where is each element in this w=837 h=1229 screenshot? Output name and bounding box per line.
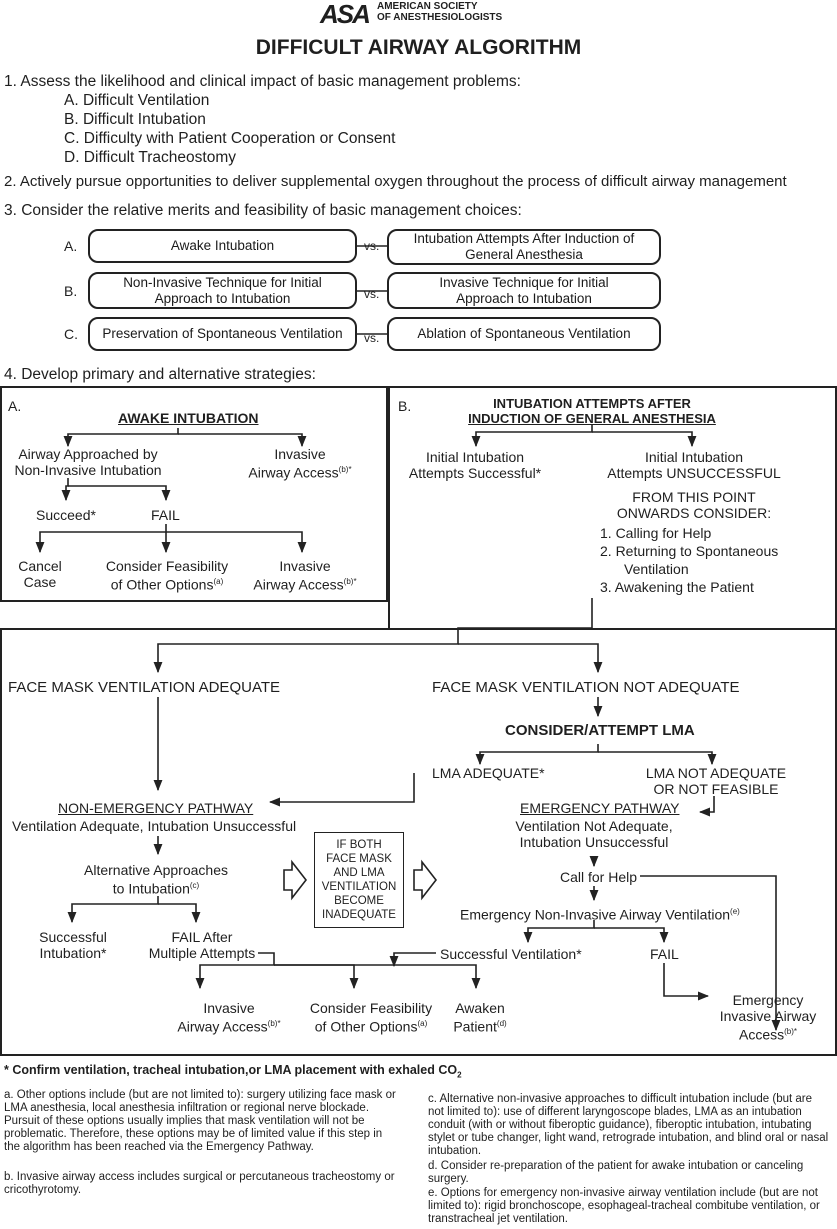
fail-a: FAIL [151, 507, 180, 523]
vs-c: vs. [364, 331, 380, 345]
emergency-pathway: EMERGENCY PATHWAY [520, 800, 680, 816]
option-spontaneous: 2. Returning to Spontaneous [600, 543, 779, 559]
hollow-arrow-left [283, 859, 308, 901]
lma-adequate: LMA ADEQUATE* [432, 765, 545, 781]
confirm-footnote: * Confirm ventilation, tracheal intubati… [4, 1063, 462, 1080]
step-3: 3. Consider the relative merits and feas… [4, 202, 522, 219]
step-1c: C. Difficulty with Patient Cooperation o… [64, 130, 396, 147]
option-awaken: 3. Awakening the Patient [600, 579, 754, 595]
vs-a: vs. [364, 239, 380, 253]
step-4: 4. Develop primary and alternative strat… [4, 366, 316, 383]
step-1a: A. Difficult Ventilation [64, 92, 210, 109]
choice-a-left: Awake Intubation [88, 229, 357, 263]
non-emergency-desc: Ventilation Adequate, Intubation Unsucce… [12, 818, 297, 834]
panel-b-label: B. [398, 398, 412, 414]
step-1d: D. Difficult Tracheostomy [64, 149, 236, 166]
footnote-d: d. Consider re-preparation of the patien… [428, 1160, 804, 1185]
choice-c-left: Preservation of Spontaneous Ventilation [88, 317, 357, 351]
step-1: 1. Assess the likelihood and clinical im… [4, 73, 521, 90]
panel-awake-intubation [0, 386, 388, 602]
emergency-noninvasive: Emergency Non-Invasive Airway Ventilatio… [460, 906, 740, 923]
hollow-arrow-right [413, 859, 438, 901]
consider-lma: CONSIDER/ATTEMPT LMA [505, 722, 695, 739]
choice-c-right: Ablation of Spontaneous Ventilation [387, 317, 661, 351]
step-1b: B. Difficult Intubation [64, 111, 206, 128]
lower-pathway-box [0, 628, 837, 1056]
step-2: 2. Actively pursue opportunities to deli… [4, 173, 787, 190]
option-call-help: 1. Calling for Help [600, 525, 712, 541]
footnote-a: a. Other options include (but are not li… [4, 1089, 396, 1153]
panel-a-label: A. [8, 398, 22, 414]
panel-a-title: AWAKE INTUBATION [118, 410, 259, 426]
call-for-help: Call for Help [560, 869, 638, 885]
vs-b: vs. [364, 287, 380, 301]
fm-not-adequate: FACE MASK VENTILATION NOT ADEQUATE [432, 679, 740, 696]
succeed: Succeed* [36, 507, 96, 523]
fm-adequate: FACE MASK VENTILATION ADEQUATE [8, 679, 280, 696]
org-name-line1: AMERICAN SOCIETY [377, 1, 478, 12]
choice-c-label: C. [64, 326, 78, 342]
successful-ventilation: Successful Ventilation* [440, 946, 582, 962]
emergency-desc: Ventilation Not Adequate,Intubation Unsu… [515, 818, 673, 850]
footnote-e: e. Options for emergency non-invasive ai… [428, 1187, 820, 1225]
footnote-b: b. Invasive airway access includes surgi… [4, 1171, 395, 1196]
choice-b-label: B. [64, 283, 78, 299]
choice-a-label: A. [64, 238, 78, 254]
footnote-c: c. Alternative non-invasive approaches t… [428, 1093, 829, 1157]
page-title: DIFFICULT AIRWAY ALGORITHM [255, 36, 582, 59]
asa-logo: ASA [320, 0, 371, 29]
option-spontaneous-2: Ventilation [624, 561, 689, 577]
non-emergency-pathway: NON-EMERGENCY PATHWAY [58, 800, 254, 816]
both-inadequate-box [314, 832, 404, 928]
fail-em: FAIL [650, 946, 679, 962]
org-name-line2: OF ANESTHESIOLOGISTS [377, 12, 503, 23]
